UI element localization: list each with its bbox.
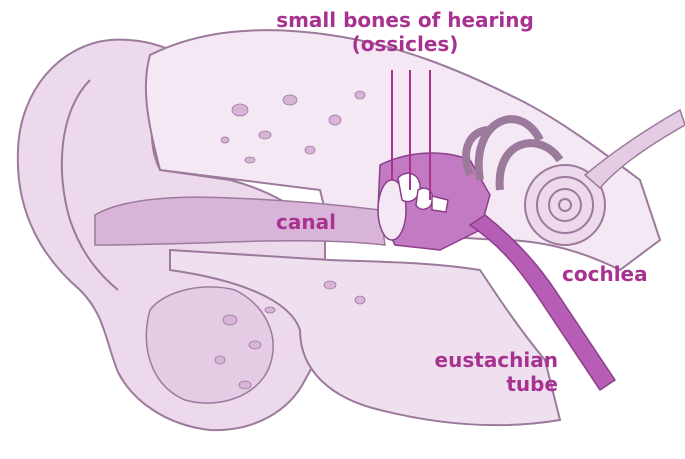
ossicles-label-line1: small bones of hearing: [260, 8, 550, 32]
eustachian-label-line2: tube: [400, 372, 558, 396]
ossicles-label-line2: (ossicles): [260, 32, 550, 56]
cochlea-label: cochlea: [562, 262, 648, 286]
eustachian-label-line1: eustachian: [400, 348, 558, 372]
ossicles-label: small bones of hearing (ossicles): [260, 8, 550, 56]
canal-label: canal: [276, 210, 336, 234]
eustachian-label: eustachian tube: [400, 348, 558, 396]
